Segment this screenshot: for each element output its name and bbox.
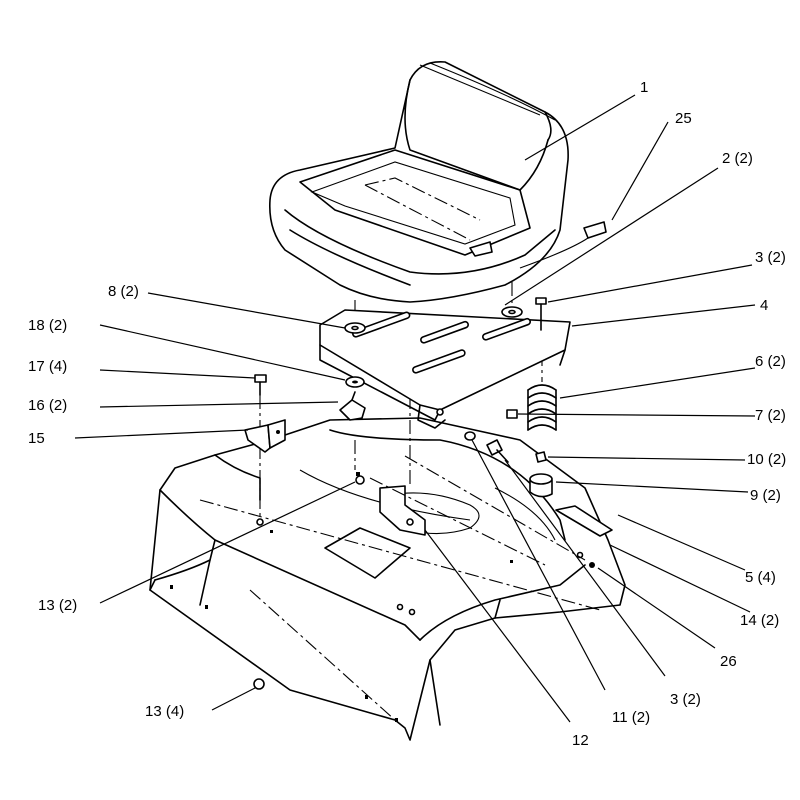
callout-6: 6 (2) [755, 353, 786, 370]
callout-13-lower: 13 (4) [145, 703, 184, 720]
callout-4: 4 [760, 297, 768, 314]
callout-10: 10 (2) [747, 451, 786, 468]
callout-5: 5 (4) [745, 569, 776, 586]
hardware [244, 297, 613, 690]
callout-2: 2 (2) [722, 150, 753, 167]
callout-labels: 1 25 2 (2) 3 (2) 4 8 (2) 18 (2) 17 (4) 1… [28, 79, 786, 749]
fender-deck [149, 417, 626, 741]
callout-26: 26 [720, 653, 737, 670]
callout-7: 7 (2) [755, 407, 786, 424]
callout-12: 12 [572, 732, 589, 749]
callout-9: 9 (2) [750, 487, 781, 504]
callout-13-upper: 13 (2) [38, 597, 77, 614]
callout-15: 15 [28, 430, 45, 447]
callout-25: 25 [675, 110, 692, 127]
callout-3-lower: 3 (2) [670, 691, 701, 708]
callout-3-top: 3 (2) [755, 249, 786, 266]
callout-1: 1 [640, 79, 648, 96]
callout-11: 11 (2) [612, 709, 650, 726]
callout-14: 14 (2) [740, 612, 779, 629]
callout-17: 17 (4) [28, 358, 67, 375]
seat-mount-plate [319, 306, 571, 429]
callout-16: 16 (2) [28, 397, 67, 414]
callout-8: 8 (2) [108, 283, 139, 300]
leader-lines [74, 94, 756, 723]
seat [268, 61, 607, 303]
callout-18: 18 (2) [28, 317, 67, 334]
